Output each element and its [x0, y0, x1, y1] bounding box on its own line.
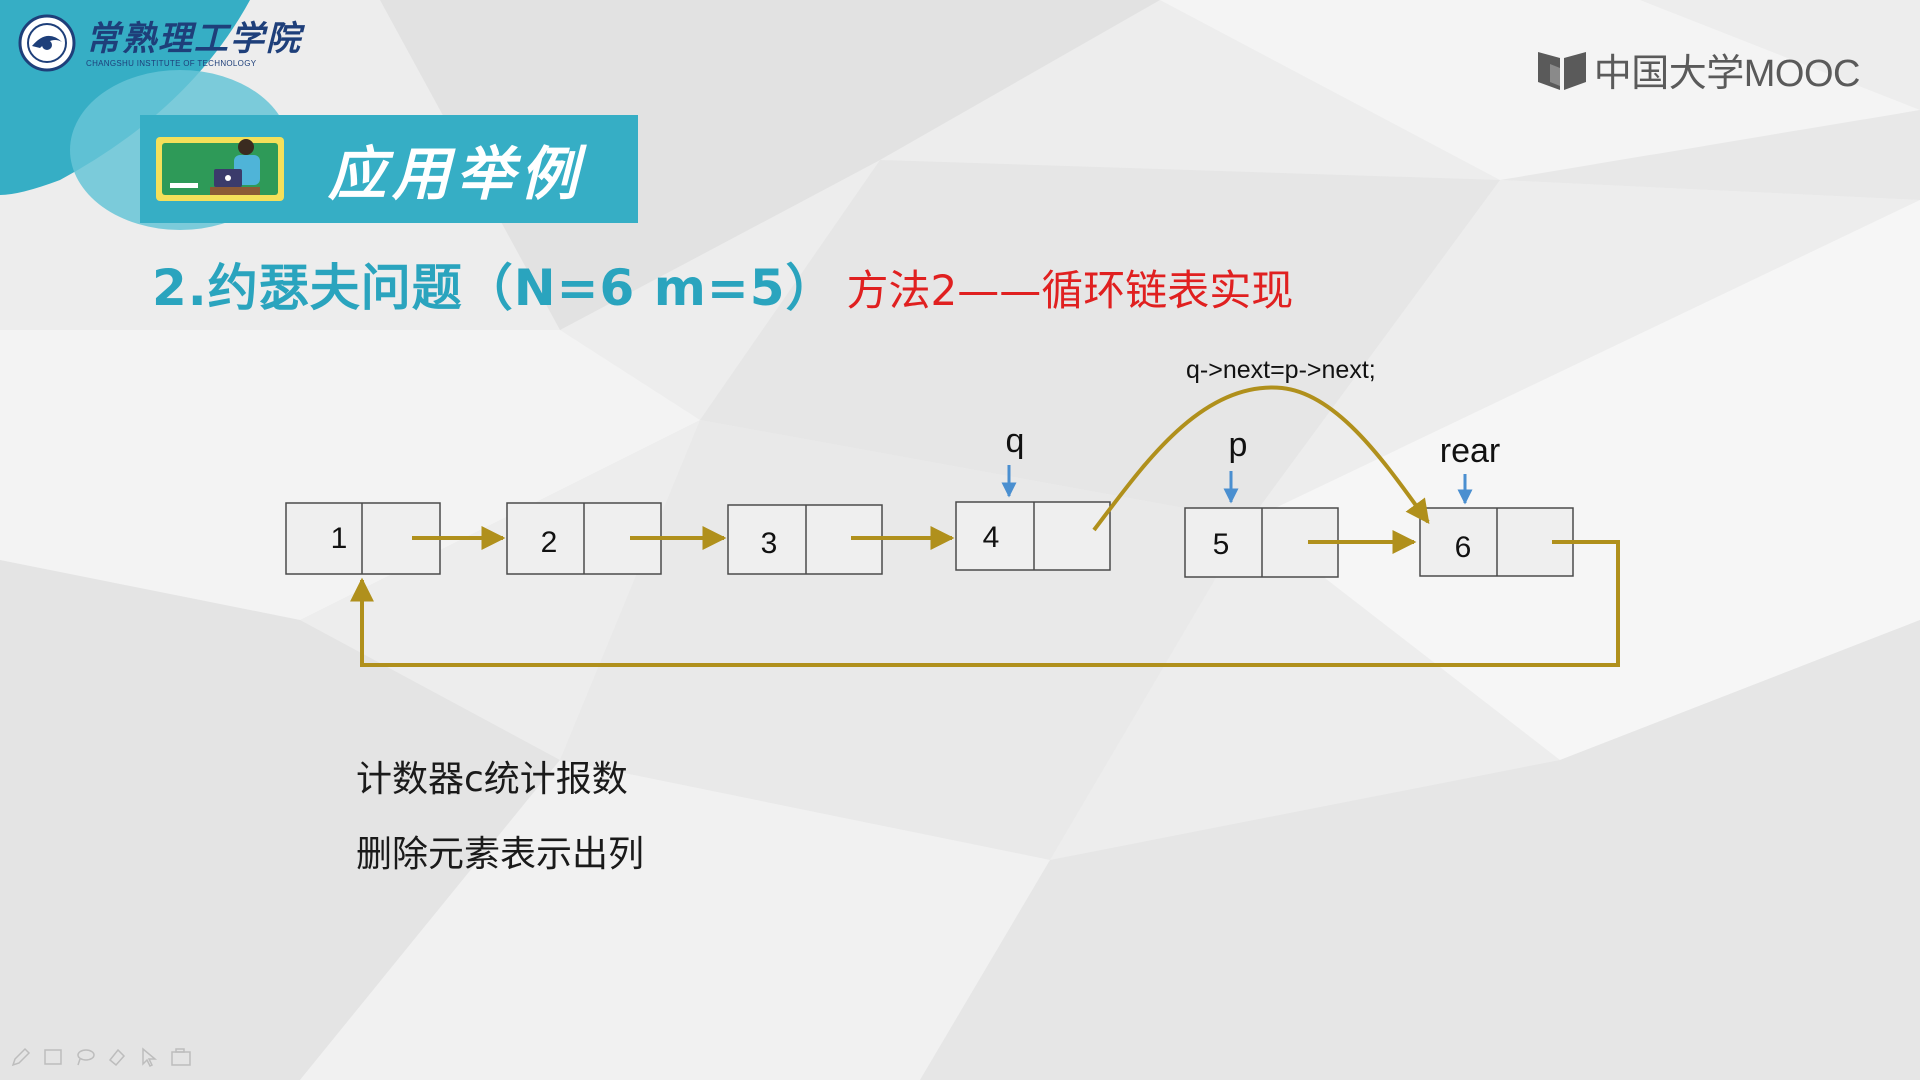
node-2-value: 2	[541, 526, 558, 559]
section-banner: 应用举例	[140, 115, 638, 223]
node-3-value: 3	[761, 527, 778, 560]
heading-sub: 方法2——循环链表实现	[846, 266, 1294, 315]
pointer-rear-label: rear	[1440, 432, 1500, 470]
pointer-icon[interactable]	[138, 1046, 160, 1068]
school-seal-icon	[18, 14, 76, 72]
pen-icon[interactable]	[10, 1046, 32, 1068]
eraser-icon[interactable]	[106, 1046, 128, 1068]
circular-return-arrow	[350, 540, 1620, 667]
school-name: 常熟理工学院	[86, 18, 302, 59]
school-logo: 常熟理工学院 CHANGSHU INSTITUTE OF TECHNOLOGY	[18, 14, 302, 72]
node-6-value: 6	[1455, 531, 1472, 564]
node-5-value: 5	[1213, 528, 1230, 561]
mooc-logo: 中国大学MOOC	[1536, 42, 1861, 97]
heading-main: 2.约瑟夫问题（N=6 m=5）	[152, 259, 837, 317]
list-node-6: 6	[1419, 507, 1574, 577]
bypass-arc-4-to-6	[1092, 385, 1430, 532]
slide-heading: 2.约瑟夫问题（N=6 m=5） 方法2——循环链表实现	[152, 248, 1293, 320]
book-icon	[1537, 51, 1586, 90]
pointer-p-label: p	[1229, 426, 1248, 464]
annotation-toolbar	[10, 1046, 192, 1068]
platform-name: 中国大学MOOC	[1593, 53, 1861, 95]
note-counter: 计数器c统计报数	[356, 759, 628, 800]
list-node-2: 2	[506, 502, 662, 575]
code-label: q->next=p->next;	[1186, 356, 1376, 384]
note-delete: 删除元素表示出列	[356, 834, 645, 875]
node-1-value: 1	[331, 522, 348, 555]
node-4-value: 4	[983, 521, 1000, 554]
camera-icon[interactable]	[170, 1046, 192, 1068]
whiteboard-icon[interactable]	[42, 1046, 64, 1068]
banner-title: 应用举例	[328, 140, 585, 208]
lasso-icon[interactable]	[74, 1046, 96, 1068]
school-name-en: CHANGSHU INSTITUTE OF TECHNOLOGY	[86, 58, 257, 68]
teacher-blackboard-icon	[156, 137, 284, 201]
pointer-q-label: q	[1006, 422, 1025, 460]
list-node-4: 4	[955, 501, 1111, 571]
